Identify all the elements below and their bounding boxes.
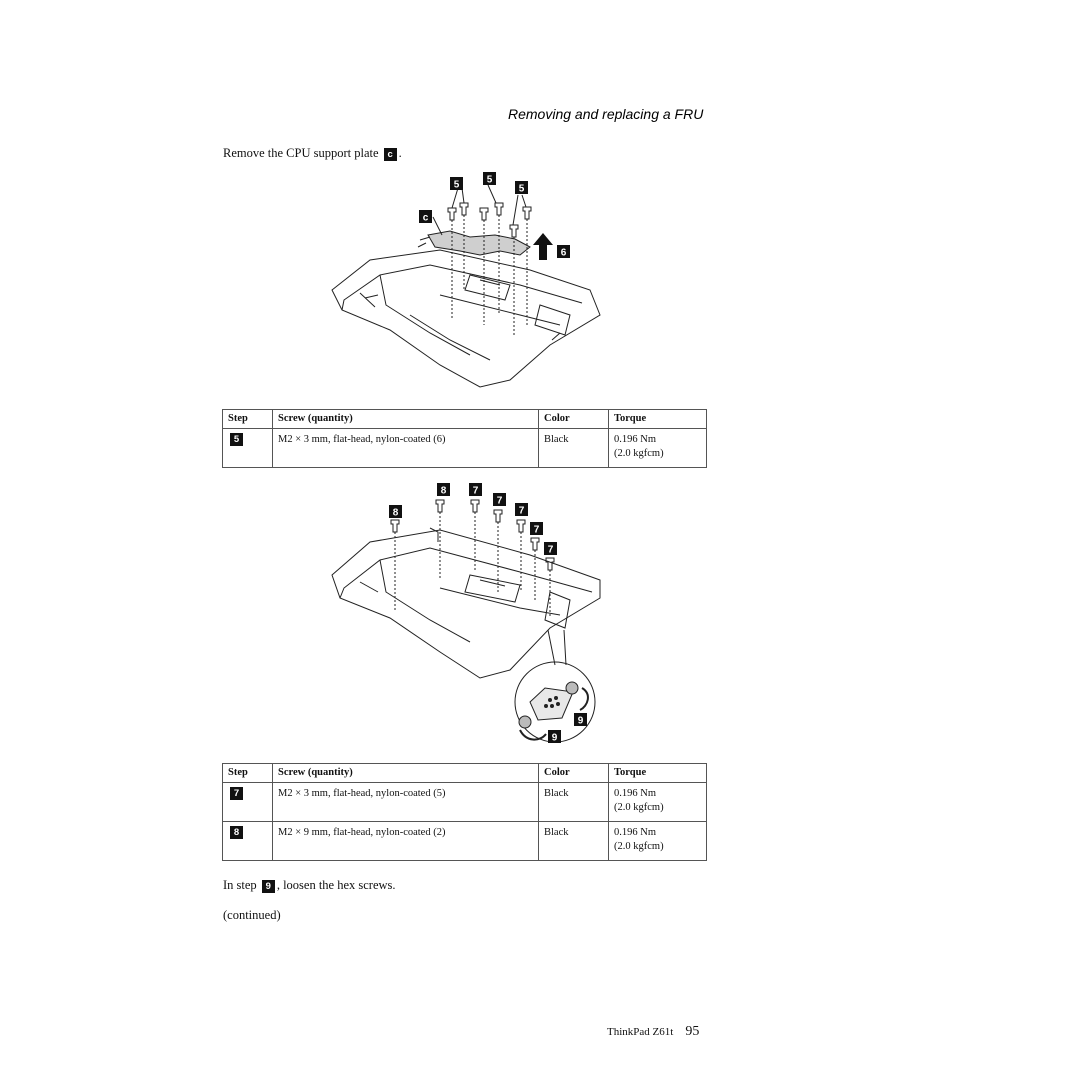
screw-table-2: Step Screw (quantity) Color Torque 7 M2 …: [222, 763, 707, 861]
rotate-arrow-icon: [579, 687, 589, 711]
col-torque: Torque: [608, 763, 707, 783]
screw-color: Black: [538, 428, 609, 468]
page-number: 95: [685, 1024, 700, 1039]
table-header-row: Step Screw (quantity) Color Torque: [222, 763, 707, 783]
hex-screw-icon: [565, 681, 579, 695]
footer-product: ThinkPad Z61t: [607, 1026, 674, 1038]
step9-suffix: , loosen the hex screws.: [276, 878, 396, 892]
callout-7c: 7: [519, 506, 525, 517]
callout-c: c: [423, 213, 429, 224]
screws-group: [447, 202, 532, 238]
intro-instruction: Remove the CPU support plate c.: [223, 146, 402, 161]
rotate-arrow-icon: [519, 729, 547, 741]
torque-value: 0.196 Nm(2.0 kgfcm): [608, 821, 707, 861]
callout-8a: 8: [441, 486, 447, 497]
step-key-5: 5: [230, 433, 243, 447]
callout-7d: 7: [534, 525, 540, 536]
screw-spec: M2 × 3 mm, flat-head, nylon-coated (5): [272, 782, 539, 822]
col-screw: Screw (quantity): [272, 763, 539, 783]
col-torque: Torque: [608, 409, 707, 429]
chassis-outline-2: [331, 529, 601, 679]
table-header-row: Step Screw (quantity) Color Torque: [222, 409, 707, 429]
callout-7b: 7: [497, 496, 503, 507]
col-color: Color: [538, 409, 609, 429]
callout-6: 6: [561, 248, 567, 259]
torque-value: 0.196 Nm(2.0 kgfcm): [608, 428, 707, 468]
callout-8b: 8: [393, 508, 399, 519]
step-key-9: 9: [261, 879, 275, 893]
screw-color: Black: [538, 821, 609, 861]
screw-color: Black: [538, 782, 609, 822]
table-row: 7 M2 × 3 mm, flat-head, nylon-coated (5)…: [222, 782, 707, 822]
intro-text: Remove the CPU support plate: [223, 146, 379, 160]
callout-5a: 5: [454, 180, 460, 191]
screw-table-1: Step Screw (quantity) Color Torque 5 M2 …: [222, 409, 707, 468]
table-row: 8 M2 × 9 mm, flat-head, nylon-coated (2)…: [222, 821, 707, 861]
vga-connector: [529, 687, 574, 721]
chassis-outline: [331, 249, 601, 388]
page-footer: ThinkPad Z61t 95: [607, 1022, 699, 1040]
lift-arrow-icon: [533, 233, 553, 260]
col-screw: Screw (quantity): [272, 409, 539, 429]
callout-7a: 7: [473, 486, 479, 497]
step-key-c: c: [383, 147, 397, 161]
screws-group-2: [390, 499, 555, 571]
hex-screw-icon: [518, 715, 532, 729]
base-screws-diagram: 8 7 7 8 7 7 7 9 9: [331, 483, 601, 744]
callout-5b: 5: [487, 175, 493, 186]
callout-7e: 7: [548, 545, 554, 556]
continued-note: (continued): [223, 908, 281, 922]
running-header: Removing and replacing a FRU: [508, 106, 704, 122]
step-key-8: 8: [230, 826, 243, 840]
table-row: 5 M2 × 3 mm, flat-head, nylon-coated (6)…: [222, 428, 707, 468]
callout-9a: 9: [578, 716, 584, 727]
step9-prefix: In step: [223, 878, 257, 892]
col-step: Step: [222, 763, 273, 783]
cpu-support-plate: [427, 230, 531, 256]
callout-5c: 5: [519, 184, 525, 195]
col-step: Step: [222, 409, 273, 429]
step9-instruction: In step 9, loosen the hex screws.: [223, 878, 396, 893]
torque-value: 0.196 Nm(2.0 kgfcm): [608, 782, 707, 822]
cpu-support-plate-diagram: 5 5 5 c 6: [331, 172, 601, 388]
intro-suffix: .: [398, 146, 402, 160]
step-key-7: 7: [230, 787, 243, 801]
screw-spec: M2 × 3 mm, flat-head, nylon-coated (6): [272, 428, 539, 468]
col-color: Color: [538, 763, 609, 783]
screw-spec: M2 × 9 mm, flat-head, nylon-coated (2): [272, 821, 539, 861]
callout-9b: 9: [552, 733, 558, 744]
